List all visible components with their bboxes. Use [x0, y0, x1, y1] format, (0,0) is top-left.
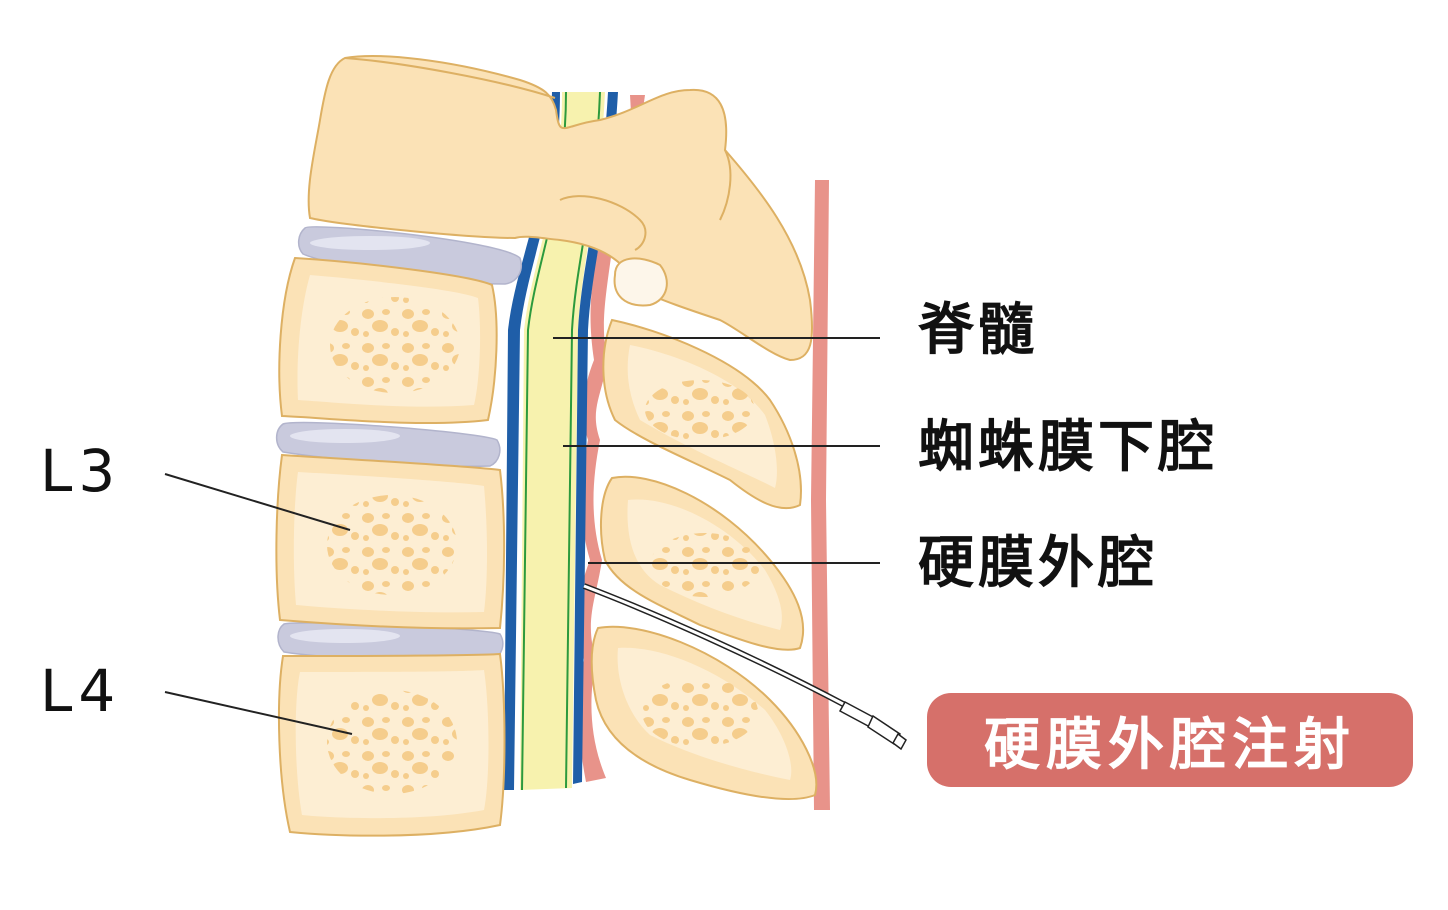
leader-line-l4: [164, 691, 353, 735]
upper-vertebra: [307, 55, 814, 362]
facet-joint: [613, 257, 668, 307]
vertebral-body-l3: [275, 453, 506, 630]
vertebral-body-l2: [278, 256, 498, 425]
spinous-process: [590, 625, 818, 800]
label-l3: L3: [40, 437, 122, 505]
leader-line-l3: [164, 473, 351, 531]
label-l4: L4: [40, 657, 122, 725]
intervertebral-disc: [297, 226, 522, 285]
epidural-injection-badge: 硬膜外腔注射: [927, 693, 1413, 787]
intervertebral-disc: [277, 622, 504, 662]
label-subarachnoid-space: 蜘蛛膜下腔: [918, 415, 1218, 480]
intervertebral-disc: [275, 421, 501, 467]
dura-mater: [573, 92, 618, 784]
epidural-needle: [582, 583, 907, 751]
spinal-cord: [520, 92, 605, 790]
spinous-process: [602, 318, 802, 510]
supraspinous-ligament: [811, 180, 830, 810]
vertebral-body-l4: [277, 652, 506, 837]
label-epidural-space: 硬膜外腔: [918, 531, 1158, 596]
label-spinal-cord: 脊髓: [918, 298, 1038, 363]
